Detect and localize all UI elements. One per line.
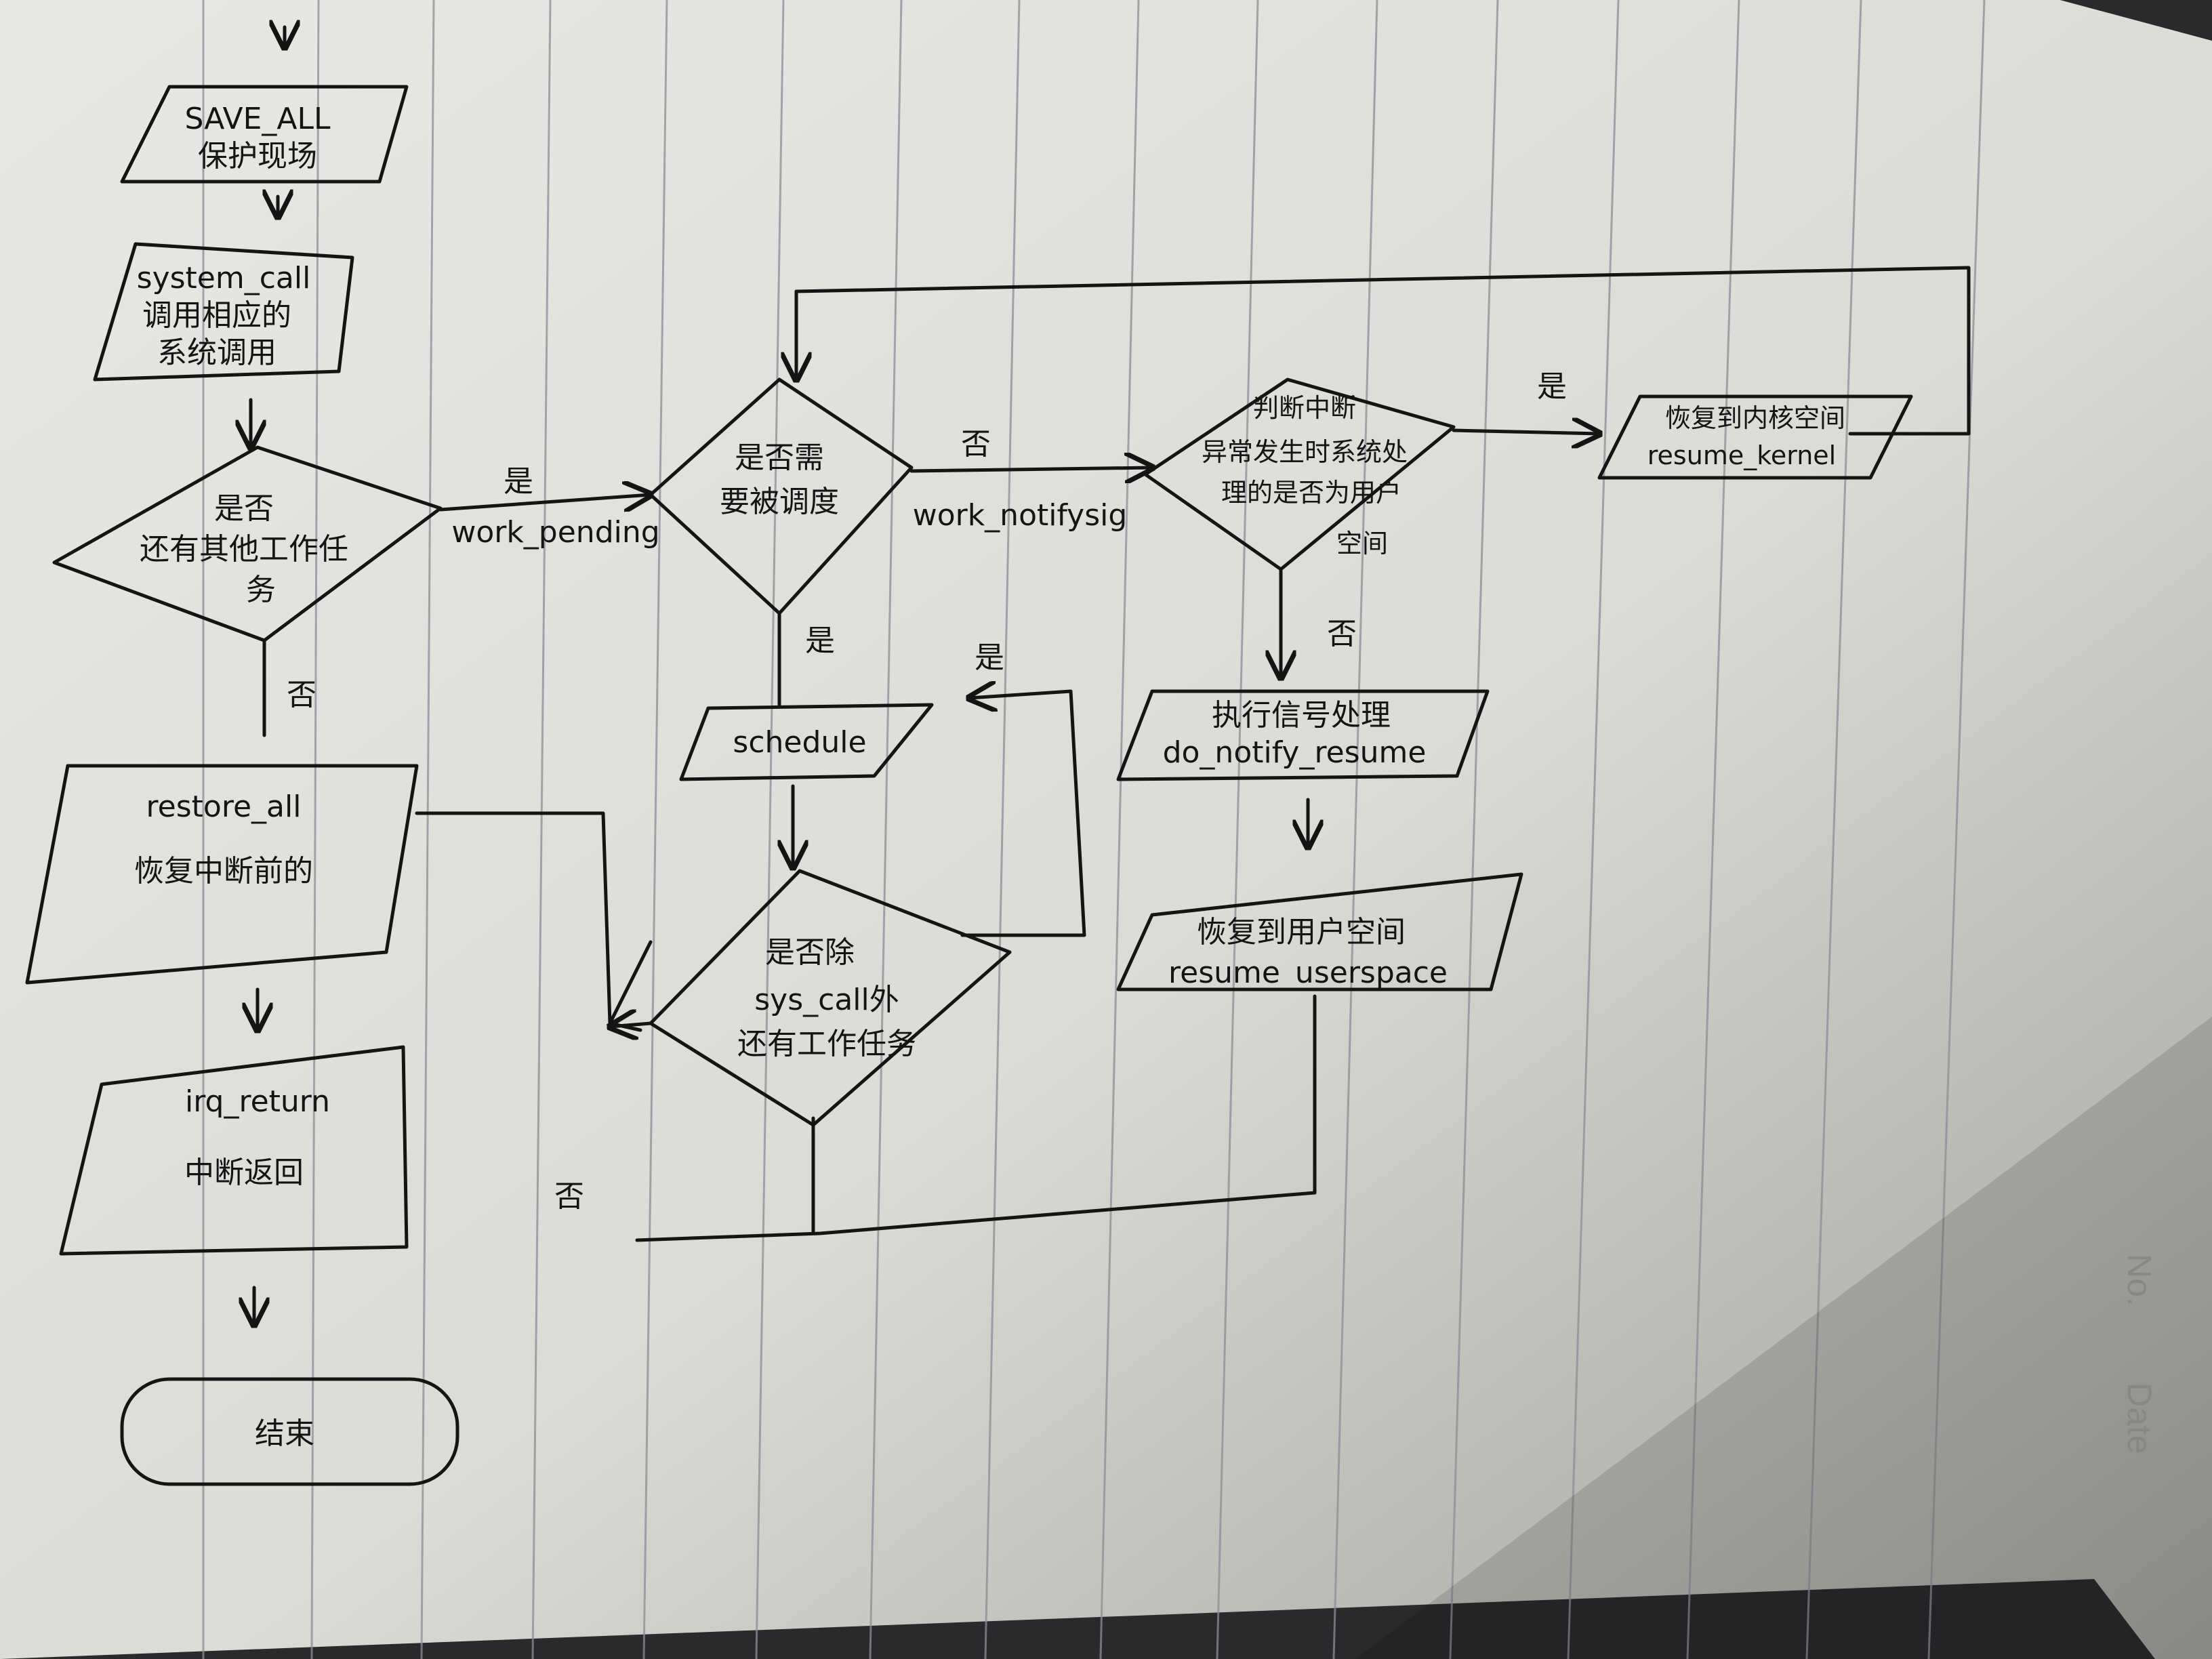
- system-call-desc-1: 调用相应的: [142, 298, 291, 333]
- signal-check-line-3: 理的是否为用户: [1221, 478, 1401, 508]
- restore-all-box: [25, 764, 419, 985]
- desk-corner: [2060, 0, 2212, 41]
- restore-all-desc: 恢复中断前的: [134, 854, 313, 888]
- edge-yes-2: 是: [805, 623, 835, 658]
- end-label: 结束: [255, 1416, 314, 1451]
- save-all-box: [120, 85, 409, 184]
- do-notify-resume-label: do_notify_resume: [1163, 735, 1427, 770]
- other-work-line-2: sys_call外: [754, 983, 899, 1017]
- edge-no-3: 否: [554, 1179, 584, 1214]
- do-notify-resume-desc: 执行信号处理: [1212, 698, 1391, 733]
- edge-no-1: 否: [287, 678, 316, 712]
- irq-return-desc: 中断返回: [184, 1155, 304, 1190]
- edge-yes-4: 是: [1537, 369, 1567, 404]
- work-pending-line-2: 还有其他工作任: [140, 532, 348, 567]
- edge-yes-1: 是: [504, 464, 533, 499]
- resume-userspace-desc: 恢复到用户空间: [1197, 915, 1406, 949]
- resume-userspace-box: [1116, 872, 1523, 991]
- shadow-overlay: [1355, 1017, 2212, 1659]
- other-work-line-1: 是否除: [765, 935, 855, 970]
- signal-check-line-1: 判断中断: [1253, 393, 1356, 423]
- flowchart-lines: [25, 27, 1971, 1486]
- page-date-label: Date: [2121, 1382, 2158, 1454]
- need-resched-line-1: 是否需: [735, 441, 824, 475]
- edge-no-2: 否: [961, 427, 991, 462]
- system-call-desc-2: 系统调用: [157, 335, 276, 370]
- irq-return-label: irq_return: [185, 1084, 330, 1119]
- schedule-label: schedule: [733, 725, 866, 760]
- signal-check-line-4: 空间: [1336, 529, 1388, 558]
- schedule-box: [679, 703, 934, 781]
- edge-work-pending: work_pending: [451, 515, 659, 550]
- work-pending-line-1: 是否: [214, 491, 274, 526]
- resume-userspace-label: resume_userspace: [1168, 956, 1448, 990]
- ruled-lines: [202, 0, 1986, 1659]
- edge-yes-3: 是: [975, 640, 1004, 675]
- restore-all-label: restore_all: [146, 790, 302, 824]
- signal-check-line-2: 异常发生时系统处: [1202, 437, 1408, 467]
- work-pending-line-3: 务: [246, 573, 276, 607]
- resume-kernel-desc: 恢复到内核空间: [1665, 403, 1845, 433]
- other-work-decision: [649, 869, 1012, 1127]
- other-work-line-3: 还有工作任务: [737, 1027, 916, 1061]
- page-no-label: No.: [2121, 1254, 2158, 1307]
- system-call-label: system_call: [137, 261, 311, 295]
- end-box: [120, 1377, 459, 1486]
- system-call-box: [93, 242, 354, 382]
- resume-kernel-label: resume_kernel: [1647, 441, 1836, 470]
- save-all-desc: 保护现场: [198, 139, 317, 173]
- need-resched-line-2: 要被调度: [720, 485, 839, 519]
- resume-kernel-box: [1597, 394, 1913, 480]
- do-notify-resume-box: [1116, 689, 1490, 781]
- save-all-label: SAVE_ALL: [184, 102, 331, 136]
- irq-return-box: [59, 1045, 409, 1256]
- edge-no-4: 否: [1327, 617, 1357, 651]
- edge-work-notifysig: work_notifysig: [913, 498, 1128, 533]
